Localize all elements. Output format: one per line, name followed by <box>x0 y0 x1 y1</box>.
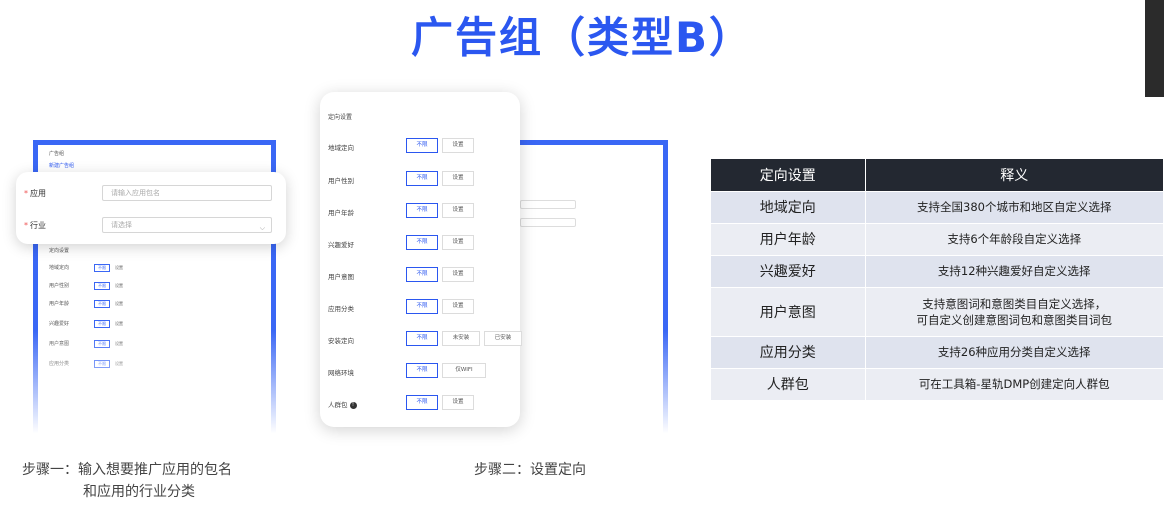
option-unlimited-button[interactable]: 不限 <box>406 363 438 378</box>
mini-setting-button: 设置 <box>115 301 123 306</box>
mini-unlimited-button: 不限 <box>94 264 110 272</box>
option-button[interactable]: 设置 <box>442 203 474 218</box>
option-button[interactable]: 设置 <box>442 395 474 410</box>
mini-row-label: 地域定向 <box>49 265 70 271</box>
step1-caption: 步骤一：输入想要推广应用的包名 和应用的行业分类 <box>22 462 232 500</box>
option-unlimited-button[interactable]: 不限 <box>406 331 438 346</box>
page-title: 广告组（类型B） <box>410 13 753 62</box>
table-row: 人群包可在工具箱-星轨DMP创建定向人群包 <box>711 367 1164 400</box>
option-unlimited-button[interactable]: 不限 <box>406 395 438 410</box>
mini-unlimited-button: 不限 <box>94 320 110 328</box>
corner-bar <box>1145 0 1164 97</box>
app-label: *应用 <box>24 189 46 198</box>
option-button[interactable]: 设置 <box>442 235 474 250</box>
table-cell-desc: 可在工具箱-星轨DMP创建定向人群包 <box>865 367 1164 400</box>
table-cell-desc: 支持意图词和意图类目自定义选择，可自定义创建意图词包和意图类目词包 <box>865 286 1164 336</box>
table-cell-desc: 支持12种兴趣爱好自定义选择 <box>865 254 1164 287</box>
option-button[interactable]: 设置 <box>442 171 474 186</box>
targeting-row: 兴趣爱好 不限设置 <box>320 235 520 255</box>
table-cell-key: 用户意图 <box>711 286 866 336</box>
targeting-row: 用户性别 不限设置 <box>320 171 520 191</box>
industry-label: *行业 <box>24 221 46 230</box>
mini-tab: 新建广告组 <box>49 163 75 169</box>
step2-caption: 步骤二：设置定向 <box>474 462 586 478</box>
targeting-row: 安装定向 不限未安装已安装 <box>320 331 522 351</box>
targeting-row-label: 地域定向 <box>328 144 354 152</box>
option-button[interactable]: 设置 <box>442 138 474 153</box>
targeting-row-label: 用户性别 <box>328 177 354 185</box>
mini-row-label: 兴趣爱好 <box>49 321 70 327</box>
option-button[interactable]: 设置 <box>442 299 474 314</box>
targeting-row-label: 安装定向 <box>328 337 354 345</box>
option-unlimited-button[interactable]: 不限 <box>406 203 438 218</box>
table-cell-key: 应用分类 <box>711 335 866 368</box>
targeting-row: 用户意图 不限设置 <box>320 267 520 287</box>
option-unlimited-button[interactable]: 不限 <box>406 299 438 314</box>
chevron-down-icon: ⌵ <box>259 224 265 232</box>
mini-setting-button: 设置 <box>115 265 123 270</box>
mini-unlimited-button: 不限 <box>94 300 110 308</box>
mini-header: 广告组 <box>49 151 65 157</box>
targeting-card: 定向设置 地域定向不限设置用户性别不限设置用户年龄不限设置兴趣爱好不限设置用户意… <box>320 92 522 427</box>
table-row: 应用分类支持26种应用分类自定义选择 <box>711 335 1164 368</box>
targeting-row: 地域定向 不限设置 <box>320 138 520 158</box>
step2-fade <box>505 330 673 445</box>
targeting-row-label: 兴趣爱好 <box>328 241 354 249</box>
mini-unlimited-button: 不限 <box>94 282 110 290</box>
app-package-input[interactable]: 请输入应用包名 <box>102 185 272 201</box>
step1-fade <box>28 330 281 445</box>
info-icon[interactable]: ! <box>349 401 357 409</box>
table-row: 用户意图支持意图词和意图类目自定义选择，可自定义创建意图词包和意图类目词包 <box>711 286 1164 336</box>
app-info-card: *应用 请输入应用包名 *行业 请选择 ⌵ <box>16 172 286 244</box>
targeting-row-label: 应用分类 <box>328 305 354 313</box>
option-unlimited-button[interactable]: 不限 <box>406 267 438 282</box>
mini-row-label: 用户年龄 <box>49 301 70 307</box>
mini-row-label: 用户性别 <box>49 283 70 289</box>
targeting-row-label: 用户年龄 <box>328 209 354 217</box>
table-cell-key: 地域定向 <box>711 190 866 223</box>
table-cell-desc: 支持26种应用分类自定义选择 <box>865 335 1164 368</box>
targeting-row: 网络环境 不限仅WIFI <box>320 363 520 383</box>
industry-select[interactable]: 请选择 ⌵ <box>102 217 272 233</box>
mini-setting-button: 设置 <box>115 321 123 326</box>
table-cell-key: 人群包 <box>711 367 866 400</box>
option-button[interactable]: 已安装 <box>484 331 522 346</box>
option-unlimited-button[interactable]: 不限 <box>406 171 438 186</box>
targeting-section-title: 定向设置 <box>328 114 353 121</box>
table-cell-key: 兴趣爱好 <box>711 254 866 287</box>
table-row: 地域定向支持全国380个城市和地区自定义选择 <box>711 190 1164 223</box>
targeting-row-label: 人群包! <box>328 399 357 409</box>
targeting-row: 用户年龄 不限设置 <box>320 203 520 223</box>
option-button[interactable]: 未安装 <box>442 331 480 346</box>
targeting-row-label: 网络环境 <box>328 369 354 377</box>
table-cell-key: 用户年龄 <box>711 222 866 255</box>
mini-setting-button: 设置 <box>115 283 123 288</box>
targeting-row-label: 用户意图 <box>328 273 354 281</box>
targeting-table: 定向设置 释义 地域定向支持全国380个城市和地区自定义选择用户年龄支持6个年龄… <box>711 159 1164 400</box>
table-cell-desc: 支持6个年龄段自定义选择 <box>865 222 1164 255</box>
table-header: 定向设置 <box>711 159 866 191</box>
option-unlimited-button[interactable]: 不限 <box>406 138 438 153</box>
table-row: 用户年龄支持6个年龄段自定义选择 <box>711 222 1164 255</box>
targeting-row: 应用分类 不限设置 <box>320 299 520 319</box>
table-cell-desc: 支持全国380个城市和地区自定义选择 <box>865 190 1164 223</box>
mini-section: 定向设置 <box>49 248 70 254</box>
background-field <box>520 200 576 209</box>
background-field <box>520 218 576 227</box>
option-unlimited-button[interactable]: 不限 <box>406 235 438 250</box>
option-button[interactable]: 仅WIFI <box>442 363 486 378</box>
table-header: 释义 <box>865 159 1164 191</box>
table-row: 兴趣爱好支持12种兴趣爱好自定义选择 <box>711 254 1164 287</box>
targeting-row: 人群包! 不限设置 <box>320 395 520 415</box>
option-button[interactable]: 设置 <box>442 267 474 282</box>
